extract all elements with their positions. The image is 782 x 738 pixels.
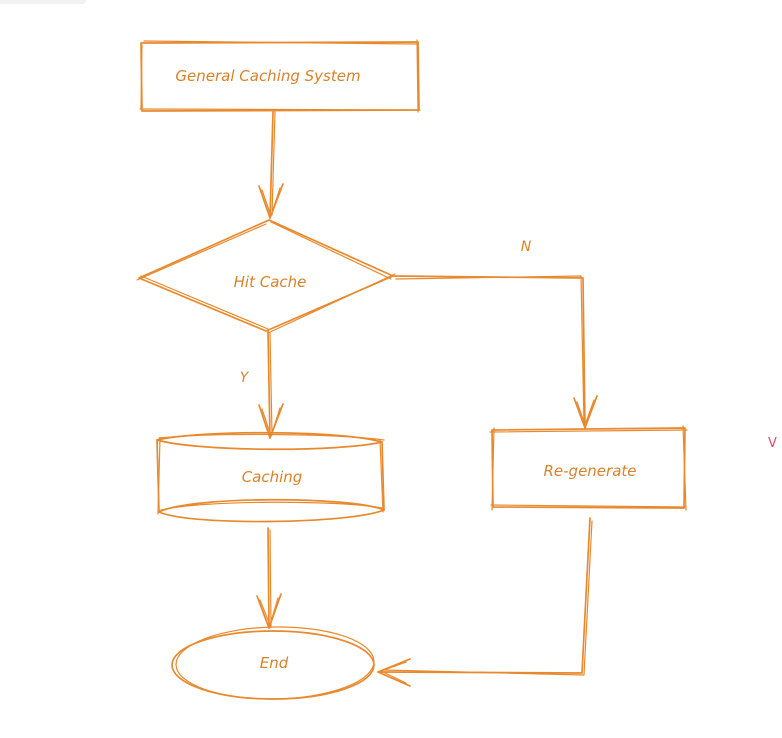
node-label-regenerate: Re-generate: [543, 462, 636, 480]
edge-caching-to-end: [256, 527, 282, 629]
edge-decision-to-regenerate: N: [392, 239, 598, 429]
node-regenerate[interactable]: Re-generate: [489, 425, 688, 511]
node-label-start: General Caching System: [175, 67, 360, 85]
edge-start-to-decision: [258, 111, 284, 219]
node-caching[interactable]: Caching: [156, 431, 385, 523]
edge-marker-v: V: [768, 436, 777, 451]
node-general-caching-system[interactable]: General Caching System: [139, 39, 421, 113]
node-label-decision: Hit Cache: [234, 273, 307, 291]
node-label-end: End: [260, 654, 289, 672]
edge-regenerate-to-end: [377, 517, 593, 687]
node-hit-cache[interactable]: Hit Cache: [136, 219, 396, 334]
node-label-caching: Caching: [242, 468, 303, 486]
node-end[interactable]: End: [171, 625, 375, 700]
edge-label-no: N: [521, 239, 532, 255]
top-tab-stub: [0, 0, 86, 4]
edge-decision-to-caching: Y: [240, 330, 284, 439]
edge-label-yes: Y: [240, 370, 250, 386]
